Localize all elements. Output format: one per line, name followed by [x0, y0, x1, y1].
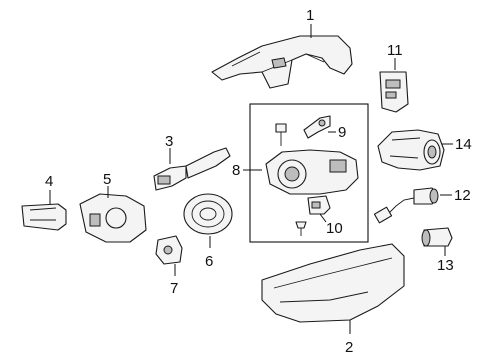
callout-2: 2: [345, 339, 353, 356]
callout-9: 9: [338, 124, 346, 141]
screw-lower: [295, 221, 307, 236]
callout-13: 13: [437, 257, 454, 274]
part-6-clockspring: [183, 193, 233, 235]
part-12-harness: [373, 187, 439, 224]
callout-7: 7: [170, 280, 178, 297]
part-11-bracket: [379, 71, 409, 113]
callout-12: 12: [454, 187, 471, 204]
part-13-cylinder: [421, 227, 453, 247]
part-2-lower-shroud: [261, 243, 405, 323]
part-7-sensor: [155, 235, 183, 265]
callout-10: 10: [326, 220, 343, 237]
part-14-lock-housing: [377, 129, 445, 171]
callout-8: 8: [232, 162, 240, 179]
inset-box: [249, 103, 369, 243]
part-4-lever: [21, 203, 67, 231]
callout-6: 6: [205, 253, 213, 270]
callout-5: 5: [103, 171, 111, 188]
part-8-ignition-switch: [265, 149, 359, 195]
part-3-lever: [153, 147, 231, 191]
leader-10: [319, 213, 327, 223]
callout-4: 4: [45, 173, 53, 190]
part-1-upper-shroud: [211, 35, 353, 89]
callout-14: 14: [455, 136, 472, 153]
part-5-switch-assembly: [79, 193, 147, 243]
part-10-sensor: [307, 195, 331, 215]
callout-11: 11: [387, 42, 403, 59]
callout-3: 3: [165, 133, 173, 150]
callout-1: 1: [306, 7, 314, 24]
bolt-upper: [275, 123, 287, 146]
part-9-bracket: [303, 115, 331, 139]
